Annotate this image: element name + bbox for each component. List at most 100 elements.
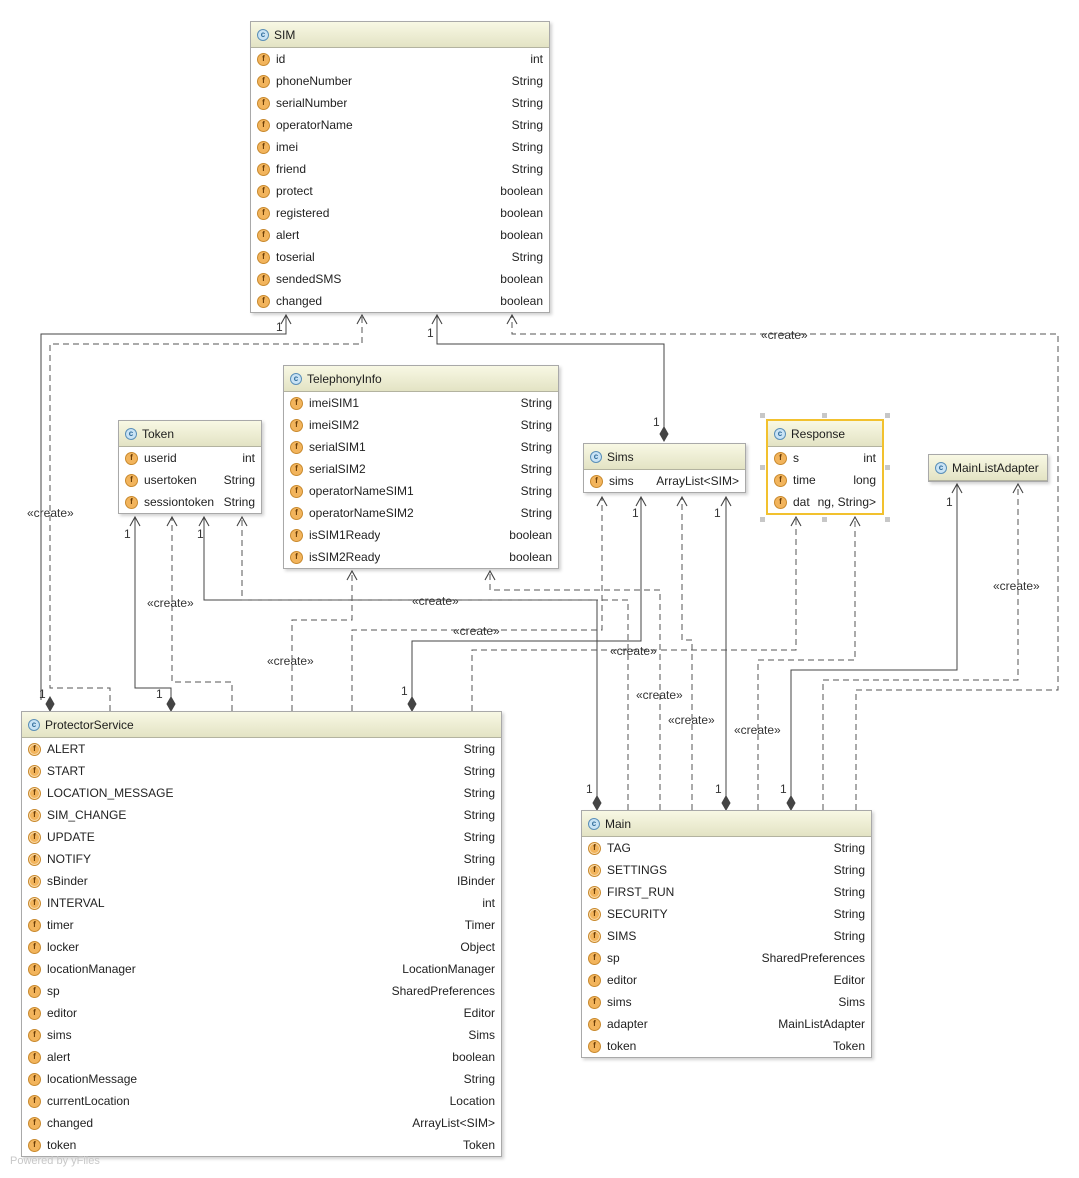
- field-name: protect: [276, 184, 313, 198]
- selection-handle[interactable]: [760, 465, 765, 470]
- selection-handle[interactable]: [885, 465, 890, 470]
- field-type: String: [511, 162, 543, 176]
- multiplicity-label: 1: [586, 782, 593, 796]
- selection-handle[interactable]: [885, 517, 890, 522]
- edge-protector-token-assoc: [134, 517, 172, 700]
- selection-handle[interactable]: [822, 413, 827, 418]
- field-type: String: [223, 495, 255, 509]
- field-type: String: [520, 396, 552, 410]
- field-type: Editor: [463, 1006, 495, 1020]
- field-icon: f: [125, 451, 138, 465]
- class-name: Response: [791, 426, 846, 441]
- field-icon: f: [28, 1050, 41, 1064]
- edge-protector-sims-assoc: [411, 497, 642, 700]
- edge-protector-sim-create: [49, 315, 363, 711]
- selection-handle[interactable]: [760, 413, 765, 418]
- field-type: boolean: [500, 184, 543, 198]
- diamond-sims-sim: [659, 425, 669, 443]
- field-row[interactable]: fdatang, String>: [768, 491, 882, 513]
- field-type: Sims: [468, 1028, 495, 1042]
- selection-handle[interactable]: [822, 517, 827, 522]
- class-response[interactable]: cResponsefsintftimelongfdatang, String>: [766, 419, 884, 515]
- selection-handle[interactable]: [885, 413, 890, 418]
- selection-handle[interactable]: [760, 517, 765, 522]
- field-name: SETTINGS: [607, 863, 668, 877]
- field-type: boolean: [500, 272, 543, 286]
- field-type: String: [511, 250, 543, 264]
- edge-label-create: «create»: [668, 713, 715, 727]
